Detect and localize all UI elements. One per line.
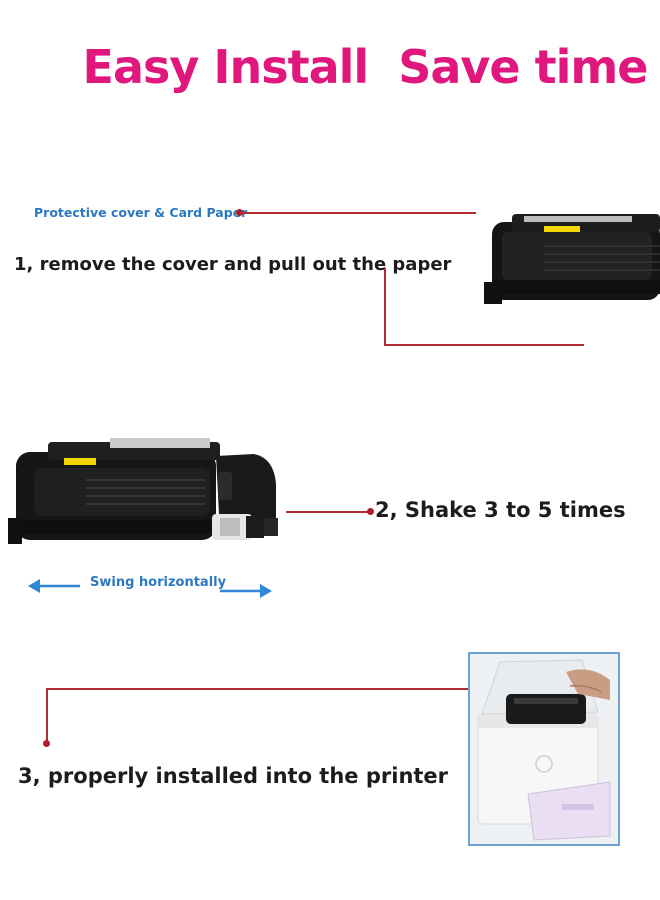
step-2-dot	[367, 508, 374, 515]
arrow-right-icon	[220, 584, 272, 598]
toner-cartridge-image	[484, 214, 660, 304]
callout-dot	[236, 209, 243, 216]
page-title: Easy Install Save time	[82, 40, 649, 94]
step-3-bracket-vertical	[46, 688, 48, 742]
step-1-bracket-vertical	[384, 268, 386, 346]
step-3-instruction: 3, properly installed into the printer	[18, 764, 449, 788]
callout-leader-line	[240, 212, 476, 214]
swing-horizontally-label: Swing horizontally	[90, 575, 227, 590]
arrow-left-icon	[28, 579, 80, 593]
toner-cartridge-shake-image	[8, 438, 278, 544]
step-2-instruction: 2, Shake 3 to 5 times	[375, 498, 626, 522]
step-1-instruction: 1, remove the cover and pull out the pap…	[14, 254, 452, 275]
printer-install-photo	[468, 652, 620, 846]
step-1-bracket-horizontal	[384, 344, 584, 346]
step-2-leader-line	[286, 511, 368, 513]
step-3-dot	[43, 740, 50, 747]
step-3-bracket-horizontal	[46, 688, 470, 690]
protective-cover-callout: Protective cover & Card Paper	[34, 205, 248, 220]
